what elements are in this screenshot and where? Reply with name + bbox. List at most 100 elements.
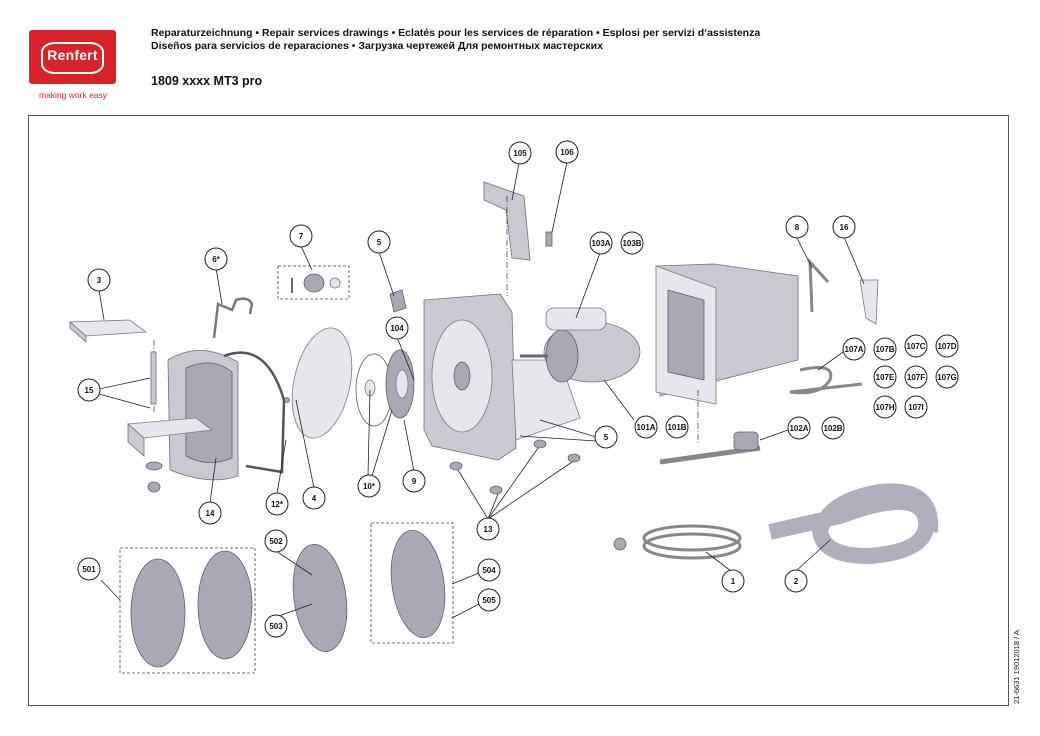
callout-circle: [620, 231, 644, 255]
callout-circle: [357, 474, 381, 498]
callout-503: 503: [264, 614, 288, 638]
callout-107c: 107C: [904, 334, 928, 358]
callout-label: 10*: [363, 482, 376, 491]
callout-4: 4: [302, 486, 326, 510]
callout-12-star: 12*: [265, 492, 289, 516]
callout-10-star: 10*: [357, 474, 381, 498]
callout-label: 6*: [212, 255, 220, 264]
callout-504: 504: [477, 558, 501, 582]
callout-label: 13: [484, 525, 493, 534]
callout-circle: [87, 268, 111, 292]
callout-5: 5: [367, 230, 391, 254]
part-106: [545, 231, 553, 247]
callout-label: 102B: [823, 424, 842, 433]
callout-107d: 107D: [935, 334, 959, 358]
callout-107g: 107G: [935, 365, 959, 389]
group-504-box: [370, 522, 454, 644]
callout-502: 502: [264, 529, 288, 553]
callout-15: 15: [77, 378, 101, 402]
part-motor-front: [545, 329, 579, 383]
part-rear-cover-window: [667, 289, 705, 381]
callout-105: 105: [508, 141, 532, 165]
callout-label: 14: [206, 509, 215, 518]
callout-label: 2: [794, 577, 799, 586]
callout-label: 107G: [937, 373, 957, 382]
callout-circle: [302, 486, 326, 510]
callout-circle: [904, 334, 928, 358]
callout-circle: [77, 557, 101, 581]
callout-label: 9: [412, 477, 417, 486]
part-tray-front: [127, 423, 145, 457]
logo-swoosh: [41, 42, 104, 74]
callout-circle: [477, 588, 501, 612]
callout-107b: 107B: [873, 337, 897, 361]
callout-label: 107H: [875, 403, 894, 412]
callout-circle: [904, 365, 928, 389]
callout-101a: 101A: [634, 415, 658, 439]
callout-label: 101B: [667, 423, 686, 432]
part-lid-side: [69, 321, 87, 343]
callout-circle: [787, 416, 811, 440]
callout-circle: [821, 416, 845, 440]
callout-3: 3: [87, 268, 111, 292]
callout-label: 1: [731, 577, 736, 586]
renfert-logo: Renfert: [29, 30, 116, 84]
model-title: 1809 xxxx MT3 pro: [151, 74, 263, 88]
part-hose-1-end: [613, 537, 627, 551]
callout-circle: [832, 215, 856, 239]
callout-circle: [873, 365, 897, 389]
callout-label: 103B: [622, 239, 641, 248]
callout-label: 107I: [908, 403, 924, 412]
callout-107i: 107I: [904, 395, 928, 419]
callout-label: 504: [482, 566, 496, 575]
part-body-hub: [453, 361, 471, 391]
callout-circle: [508, 141, 532, 165]
callout-501: 501: [77, 557, 101, 581]
callout-circle: [204, 247, 228, 271]
part-7-ring: [329, 277, 341, 289]
callout-circle: [477, 558, 501, 582]
part-16: [859, 279, 879, 325]
group-7-box: [277, 265, 350, 300]
callout-label: 102A: [789, 424, 808, 433]
callout-label: 4: [312, 494, 317, 503]
callout-101b: 101B: [665, 415, 689, 439]
callout-circle: [784, 569, 808, 593]
callout-circle: [385, 316, 409, 340]
callout-label: 104: [390, 324, 404, 333]
callout-circle: [476, 517, 500, 541]
callout-label: 107A: [844, 345, 863, 354]
callout-label: 101A: [636, 423, 655, 432]
part-13-a: [449, 461, 463, 471]
part-motor-cap: [545, 307, 607, 331]
part-8: [808, 257, 830, 313]
callout-107e: 107E: [873, 365, 897, 389]
leader-lines: [98, 161, 865, 619]
callout-107a: 107A: [842, 337, 866, 361]
callout-9: 9: [402, 469, 426, 493]
callout-103b: 103B: [620, 231, 644, 255]
callout-circle: [721, 569, 745, 593]
callout-label: 107F: [907, 373, 925, 382]
callout-102b: 102B: [821, 416, 845, 440]
part-front-inner: [185, 362, 233, 463]
callout-circle: [264, 529, 288, 553]
callout-label: 107E: [876, 373, 895, 382]
callout-circle: [402, 469, 426, 493]
part-501-disc-a: [130, 558, 186, 668]
callout-label: 107D: [937, 342, 956, 351]
part-502-disc: [292, 544, 348, 652]
part-wheel-hub: [395, 369, 409, 399]
drawing-frame: [28, 115, 1009, 706]
part-hook: [212, 297, 254, 339]
callout-102a: 102A: [787, 416, 811, 440]
callout-label: 7: [299, 232, 304, 241]
callout-label: 12*: [271, 500, 284, 509]
callout-label: 501: [82, 565, 96, 574]
callout-circle: [665, 415, 689, 439]
callout-label: 15: [85, 386, 94, 395]
part-bracket: [389, 289, 407, 313]
callout-6-star: 6*: [204, 247, 228, 271]
callout-circle: [289, 224, 313, 248]
part-foot: [145, 461, 163, 471]
